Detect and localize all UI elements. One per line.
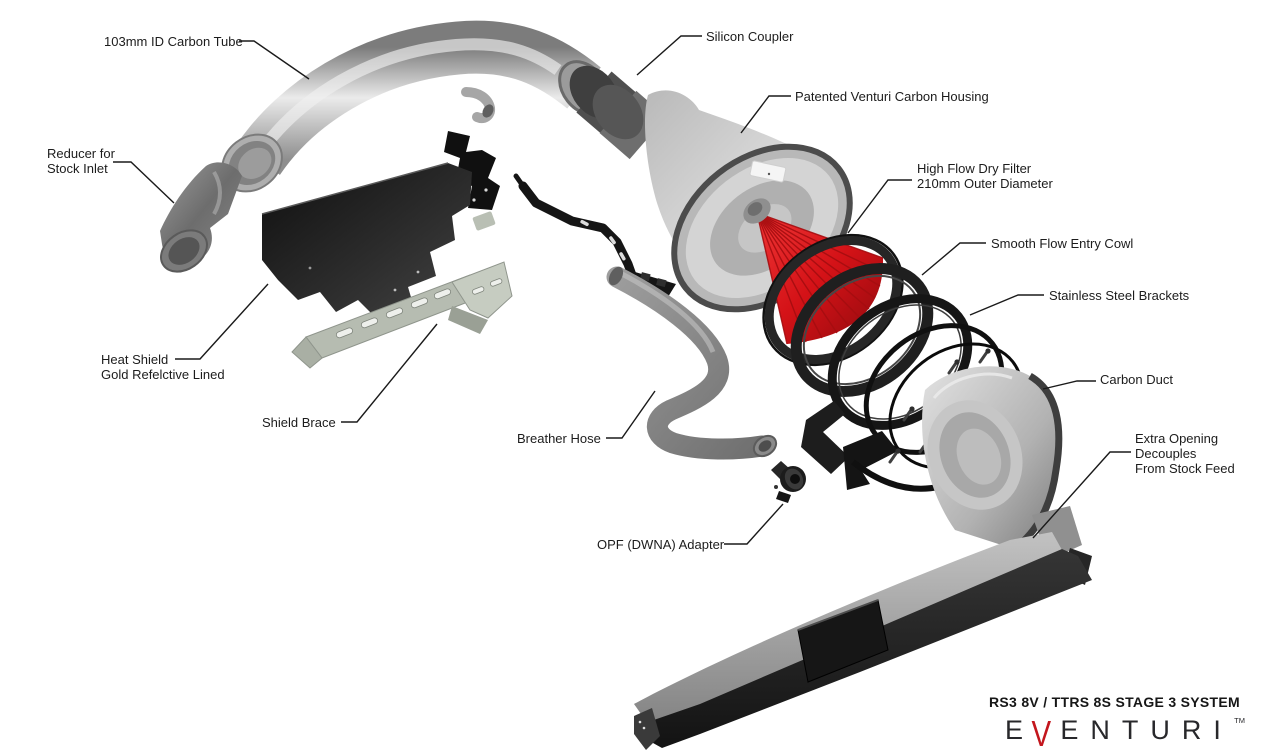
callout-line: Smooth Flow Entry Cowl — [991, 236, 1134, 251]
dry-filter-part — [743, 198, 904, 367]
callout-line: Shield Brace — [262, 415, 336, 430]
leader-opf-adapter — [724, 503, 784, 545]
callout-breather-hose: Breather Hose — [517, 431, 601, 446]
callout-line: Patented Venturi Carbon Housing — [795, 89, 989, 104]
callout-reducer: Reducer for Stock Inlet — [47, 146, 115, 176]
callout-entry-cowl: Smooth Flow Entry Cowl — [991, 236, 1133, 251]
callout-line: Reducer for — [47, 146, 115, 161]
callout-line: Decouples — [1135, 446, 1197, 461]
reducer-part — [160, 162, 242, 273]
housing-bracket-part — [513, 173, 676, 297]
leader-breather-hose — [606, 390, 656, 439]
logo-letters: ENTURI — [1060, 715, 1233, 745]
callout-line: High Flow Dry Filter — [917, 161, 1032, 176]
leader-reducer — [113, 161, 175, 204]
leader-dry-filter — [847, 179, 912, 234]
shield-brace-part — [291, 261, 513, 369]
leader-carbon-duct — [1042, 380, 1096, 390]
heat-shield-bracket-part — [444, 131, 500, 231]
callout-venturi-housing: Patented Venturi Carbon Housing — [795, 89, 989, 104]
callout-line: Silicon Coupler — [706, 29, 794, 44]
callout-line: From Stock Feed — [1135, 461, 1235, 476]
logo-v-mark: V — [1031, 713, 1052, 751]
trademark-symbol: TM — [1234, 716, 1245, 725]
carbon-duct-part — [634, 366, 1092, 750]
callout-line: Breather Hose — [517, 431, 601, 446]
breather-hose-part — [606, 266, 778, 460]
leader-lines — [113, 35, 1131, 545]
callout-line: OPF (DWNA) Adapter — [597, 537, 725, 552]
leader-heat-shield — [175, 283, 269, 360]
callout-carbon-duct: Carbon Duct — [1100, 372, 1173, 387]
mounting-brackets-part — [801, 399, 962, 492]
callout-opf-adapter: OPF (DWNA) Adapter — [597, 537, 724, 552]
callout-heat-shield: Heat Shield Gold Refelctive Lined — [101, 352, 225, 382]
leader-venturi-housing — [740, 95, 791, 134]
logo-letter: E — [1005, 715, 1024, 745]
eventuri-logo: E V ENTURI TM — [1005, 714, 1245, 751]
leader-carbon-tube — [239, 40, 310, 80]
leader-silicon-coupler — [636, 35, 702, 76]
callout-dry-filter: High Flow Dry Filter 210mm Outer Diamete… — [917, 161, 1053, 191]
callout-line: 103mm ID Carbon Tube — [104, 34, 243, 49]
system-title: RS3 8V / TTRS 8S STAGE 3 SYSTEM — [989, 694, 1240, 710]
housing-sticker — [749, 160, 787, 183]
callout-line: Extra Opening — [1135, 431, 1219, 446]
callout-line: Gold Refelctive Lined — [101, 367, 225, 382]
callout-steel-brackets: Stainless Steel Brackets — [1049, 288, 1189, 303]
callout-shield-brace: Shield Brace — [262, 415, 336, 430]
heat-shield-part — [261, 162, 472, 320]
leader-extra-opening — [1032, 451, 1131, 539]
leader-shield-brace — [341, 323, 438, 423]
callout-line: 210mm Outer Diameter — [917, 176, 1053, 191]
callout-silicon-coupler: Silicon Coupler — [706, 29, 793, 44]
carbon-tube-part — [221, 20, 610, 193]
callout-extra-opening: Extra Opening Decouples From Stock Feed — [1135, 431, 1235, 476]
callout-carbon-tube: 103mm ID Carbon Tube — [104, 34, 243, 49]
opf-adapter-part — [771, 461, 806, 503]
callout-line: Carbon Duct — [1100, 372, 1173, 387]
callout-line: Heat Shield — [101, 352, 169, 367]
silicon-coupler-part — [569, 65, 667, 160]
callout-line: Stock Inlet — [47, 161, 108, 176]
callout-line: Stainless Steel Brackets — [1049, 288, 1190, 303]
leader-steel-brackets — [969, 294, 1044, 316]
leader-entry-cowl — [921, 242, 986, 276]
